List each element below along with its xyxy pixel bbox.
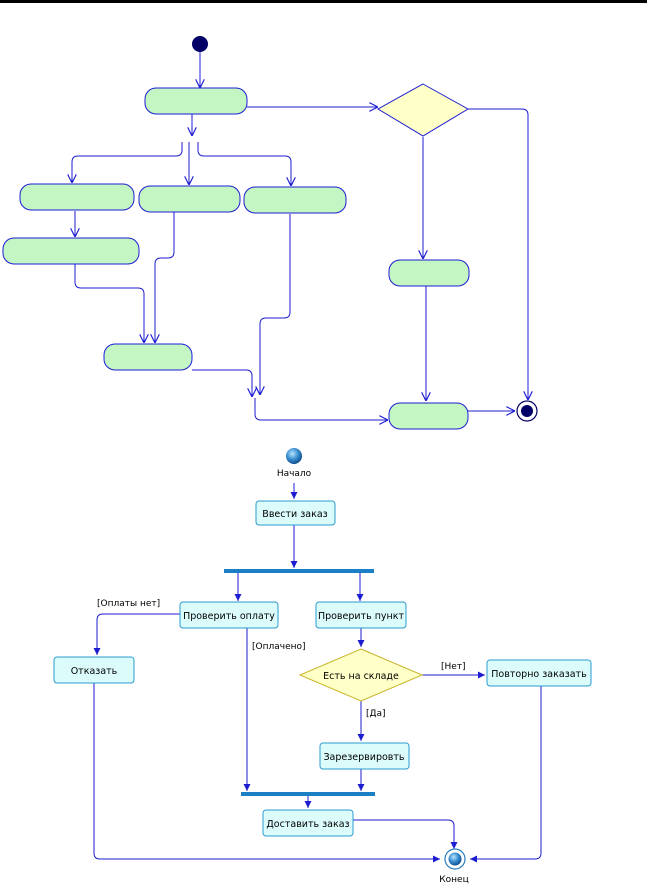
decision-in-stock: Есть на складе bbox=[298, 648, 424, 702]
join-bar bbox=[241, 792, 375, 796]
top-border bbox=[0, 0, 647, 3]
action-node bbox=[243, 186, 347, 214]
svg-text:Зарезервировть: Зарезервировть bbox=[323, 752, 404, 763]
end-label: Конец bbox=[439, 875, 468, 885]
svg-text:Проверить пункт: Проверить пункт bbox=[318, 611, 405, 622]
action-node bbox=[144, 87, 248, 115]
guard-paid: [Оплачено] bbox=[252, 642, 306, 652]
action-node bbox=[138, 185, 241, 213]
action-node bbox=[103, 343, 193, 371]
svg-text:Повторно заказать: Повторно заказать bbox=[491, 669, 587, 680]
svg-text:Доставить заказ: Доставить заказ bbox=[266, 819, 349, 830]
action-node bbox=[2, 237, 140, 265]
action-reserve: Зарезервировть bbox=[319, 742, 410, 770]
final-node bbox=[516, 400, 538, 422]
action-check-item: Проверить пункт bbox=[315, 601, 407, 629]
action-node bbox=[388, 402, 469, 430]
action-check-payment: Проверить оплату bbox=[179, 601, 279, 629]
start-label: Начало bbox=[277, 469, 312, 479]
end-node-icon bbox=[444, 848, 466, 870]
action-node bbox=[388, 259, 470, 287]
diagram-1 bbox=[72, 52, 528, 420]
svg-text:Есть на складе: Есть на складе bbox=[323, 671, 399, 682]
initial-node bbox=[192, 36, 208, 52]
action-reject: Отказать bbox=[53, 656, 135, 684]
guard-no-payment: [Оплаты нет] bbox=[97, 599, 160, 609]
svg-text:Отказать: Отказать bbox=[71, 666, 118, 677]
start-node-icon bbox=[286, 448, 302, 464]
svg-text:Ввести заказ: Ввести заказ bbox=[262, 509, 327, 520]
diagram-2-flows bbox=[93, 483, 542, 863]
fork-bar bbox=[224, 569, 374, 573]
action-node bbox=[19, 183, 135, 211]
guard-yes: [Да] bbox=[366, 709, 386, 719]
decision-node bbox=[377, 83, 469, 137]
svg-text:Проверить оплату: Проверить оплату bbox=[183, 611, 275, 622]
diagram-1-nodes bbox=[2, 36, 538, 430]
action-enter-order: Ввести заказ bbox=[255, 500, 336, 526]
diagram-2-nodes: Начало Ввести заказ Проверить оплату Про… bbox=[53, 448, 592, 885]
action-reorder: Повторно заказать bbox=[486, 659, 592, 687]
action-deliver-order: Доставить заказ bbox=[262, 809, 354, 837]
guard-no: [Нет] bbox=[441, 662, 466, 672]
